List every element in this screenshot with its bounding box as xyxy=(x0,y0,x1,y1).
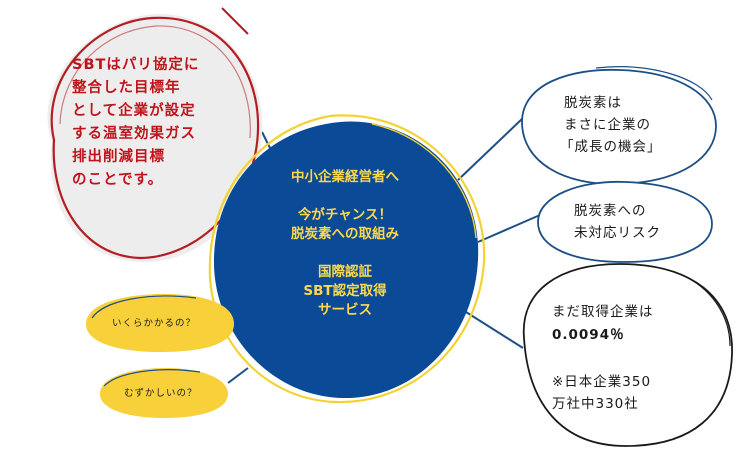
definition-bubble-shape xyxy=(47,7,263,263)
center-headline-2: 脱炭素への取組み xyxy=(291,226,399,242)
connector-stats xyxy=(465,311,524,349)
definition-line-1: SBTはパリ協定に xyxy=(72,57,200,73)
opportunity-bubble-shape xyxy=(521,66,717,185)
center-text: 中小企業経営者へ 今がチャンス！ 脱炭素への取組み 国際認証 SBT認定取得 サ… xyxy=(250,168,440,320)
opportunity-line-3: 「成長の機会」 xyxy=(560,139,662,155)
definition-line-6: のことです。 xyxy=(72,172,164,188)
difficulty-question-label: むずかしいの？ xyxy=(124,388,198,399)
opportunity-line-1: 脱炭素は xyxy=(564,95,622,111)
center-service-1: 国際認証 xyxy=(318,264,372,280)
definition-line-3: として企業が設定 xyxy=(72,103,196,119)
definition-line-4: する温室効果ガス xyxy=(72,126,196,142)
center-service-3: サービス xyxy=(318,302,372,318)
connector-definition xyxy=(261,131,271,149)
connectors xyxy=(227,117,541,384)
center-title: 中小企業経営者へ xyxy=(291,169,399,185)
connector-risk xyxy=(477,214,541,243)
stats-percentage: 0.0094％ xyxy=(552,327,625,343)
stats-note-2: 万社中330社 xyxy=(552,396,639,412)
difficulty-question-pill-shape xyxy=(100,368,228,418)
connector-opportunity xyxy=(457,117,524,181)
stats-note-1: ※日本企業350 xyxy=(552,374,652,390)
risk-line-2: 未対応リスク xyxy=(574,225,661,241)
cost-question-label: いくらかかるの？ xyxy=(112,318,197,329)
definition-line-5: 排出削減目標 xyxy=(72,149,165,165)
opportunity-line-2: まさに企業の xyxy=(564,117,651,133)
definition-line-2: 整合した目標年 xyxy=(72,80,181,96)
risk-bubble-shape xyxy=(537,180,713,263)
connector-difficulty xyxy=(227,367,249,384)
center-circle-shape xyxy=(208,114,486,404)
center-headline-1: 今がチャンス！ xyxy=(297,207,393,223)
risk-line-1: 脱炭素への xyxy=(574,203,647,219)
stats-bubble-shape xyxy=(522,263,733,447)
center-service-2: SBT認定取得 xyxy=(303,283,387,299)
cost-question-pill-shape xyxy=(86,294,234,352)
stats-line-1: まだ取得企業は xyxy=(552,304,654,320)
